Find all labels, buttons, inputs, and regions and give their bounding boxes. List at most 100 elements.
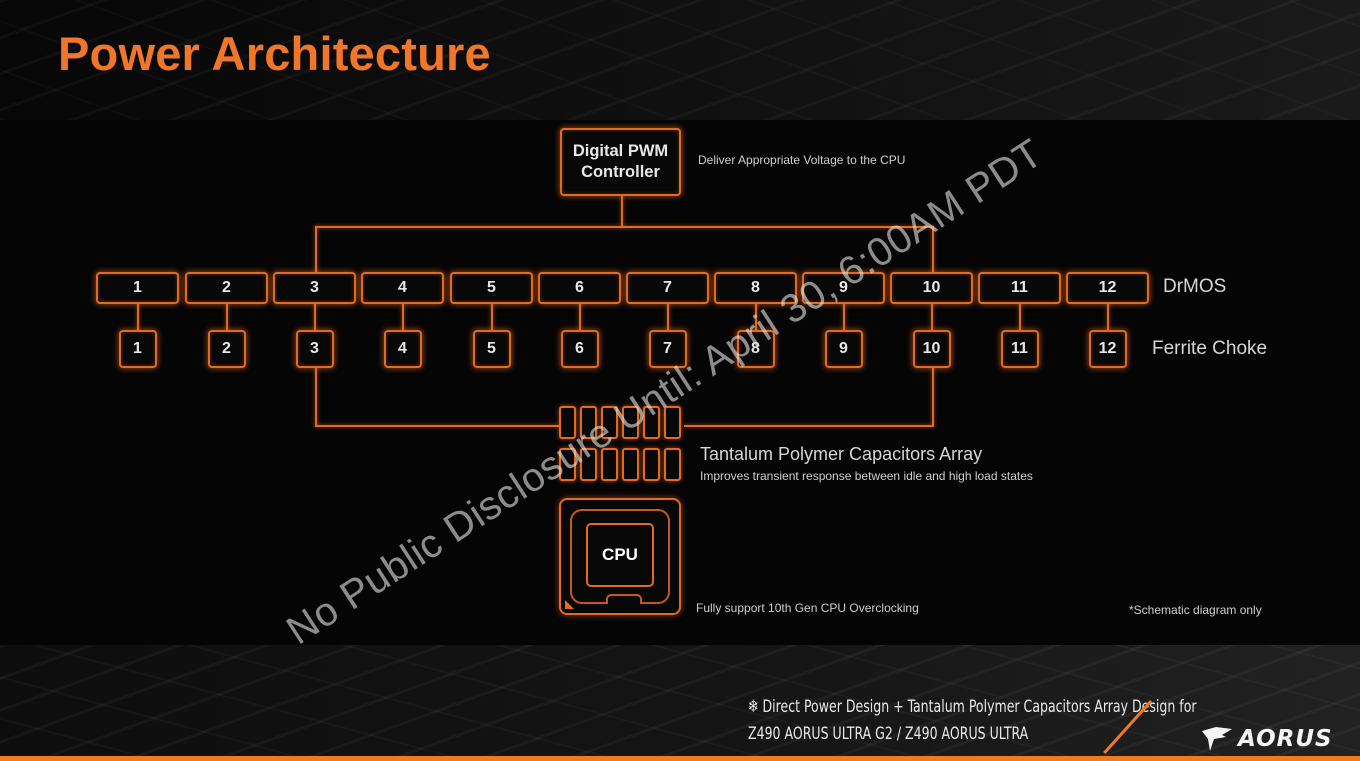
schematic-note: *Schematic diagram only	[1129, 603, 1262, 617]
capacitors-title: Tantalum Polymer Capacitors Array	[700, 444, 983, 464]
drmos-box-6: 6	[538, 272, 621, 304]
capacitor-cell	[601, 406, 618, 439]
drmos-box-5: 5	[450, 272, 533, 304]
drmos-choke-link-10	[930, 304, 933, 330]
drmos-choke-link-11	[1018, 304, 1021, 330]
drmos-number: 5	[487, 279, 496, 296]
drmos-choke-link-8	[754, 304, 757, 330]
drmos-number: 7	[663, 279, 672, 296]
choke-number: 6	[575, 340, 584, 357]
capacitor-cell	[643, 406, 660, 439]
drmos-label: DrMOS	[1163, 276, 1227, 297]
ferrite-choke-box-10: 10	[912, 330, 951, 368]
choke-number: 4	[398, 340, 407, 357]
tantalum-capacitor-array	[559, 406, 684, 486]
footer-background	[0, 645, 1360, 761]
capacitor-cell	[622, 406, 639, 439]
pwm-label-line1: Digital PWM	[572, 142, 669, 160]
cpu-socket: CPU	[559, 498, 681, 615]
cpu-label: CPU	[602, 545, 638, 564]
bottom-right-vertical-wire	[932, 368, 934, 426]
drmos-box-12: 12	[1066, 272, 1149, 304]
drmos-box-11: 11	[978, 272, 1061, 304]
aorus-eagle-icon	[1202, 727, 1232, 751]
pwm-down-wire	[621, 196, 623, 227]
ferrite-choke-box-8: 8	[736, 330, 775, 368]
capacitor-cell	[622, 448, 639, 481]
capacitor-cell	[664, 406, 681, 439]
drmos-box-9: 9	[802, 272, 885, 304]
top-bus-wire	[315, 226, 934, 228]
ferrite-choke-box-5: 5	[472, 330, 511, 368]
bottom-left-wire	[315, 425, 559, 427]
drmos-choke-link-3	[313, 304, 316, 330]
ferrite-choke-box-6: 6	[560, 330, 599, 368]
cpu-socket-notch	[606, 594, 642, 604]
ferrite-choke-box-7: 7	[648, 330, 687, 368]
drmos-box-8: 8	[714, 272, 797, 304]
capacitor-cell	[559, 406, 576, 439]
drmos-number: 12	[1098, 279, 1117, 296]
drmos-choke-link-6	[578, 304, 581, 330]
drmos-box-10: 10	[890, 272, 973, 304]
drmos-choke-link-2	[225, 304, 228, 330]
drmos-number: 2	[222, 279, 231, 296]
drmos-choke-link-9	[842, 304, 845, 330]
ferrite-choke-box-12: 12	[1088, 330, 1127, 368]
footer-accent-bar	[0, 756, 1360, 761]
choke-number: 12	[1098, 340, 1117, 357]
drmos-choke-link-1	[136, 304, 139, 330]
choke-number: 9	[839, 340, 848, 357]
bottom-right-wire	[684, 425, 934, 427]
cpu-note: Fully support 10th Gen CPU Overclocking	[696, 601, 919, 615]
bottom-left-vertical-wire	[315, 368, 317, 426]
bus-right-drop-wire	[932, 226, 934, 273]
drmos-number: 1	[133, 279, 142, 296]
capacitor-cell	[601, 448, 618, 481]
slide-title: Power Architecture	[58, 27, 491, 80]
drmos-choke-link-4	[401, 304, 404, 330]
drmos-box-4: 4	[361, 272, 444, 304]
footer-line2: Z490 AORUS ULTRA G2 / Z490 AORUS ULTRA	[748, 724, 1029, 744]
choke-number: 10	[922, 340, 941, 357]
drmos-number: 11	[1011, 279, 1028, 296]
capacitors-subtitle: Improves transient response between idle…	[700, 469, 1033, 483]
drmos-number: 6	[575, 279, 584, 296]
choke-number: 2	[222, 340, 231, 357]
choke-number: 8	[751, 340, 760, 357]
drmos-choke-link-12	[1106, 304, 1109, 330]
drmos-number: 10	[922, 279, 941, 296]
choke-number: 1	[133, 340, 142, 357]
header-background	[0, 0, 1360, 120]
drmos-box-1: 1	[96, 272, 179, 304]
drmos-number: 8	[751, 279, 760, 296]
ferrite-choke-box-11: 11	[1000, 330, 1039, 368]
choke-number: 5	[487, 340, 496, 357]
capacitor-cell	[559, 448, 576, 481]
bus-left-drop-wire	[315, 226, 317, 273]
drmos-number: 3	[310, 279, 319, 296]
drmos-number: 4	[398, 279, 407, 296]
cpu-pin1-marker	[565, 600, 574, 609]
footer-line1: ❄ Direct Power Design + Tantalum Polymer…	[748, 697, 1197, 717]
pwm-label-line2: Controller	[581, 163, 660, 181]
ferrite-choke-box-9: 9	[824, 330, 863, 368]
cpu-chip: CPU	[586, 523, 654, 587]
ferrite-choke-label: Ferrite Choke	[1152, 338, 1268, 359]
capacitor-cell	[580, 406, 597, 439]
drmos-choke-link-7	[666, 304, 669, 330]
capacitor-cell	[580, 448, 597, 481]
capacitor-cell	[664, 448, 681, 481]
drmos-box-3: 3	[273, 272, 356, 304]
pwm-note: Deliver Appropriate Voltage to the CPU	[698, 153, 906, 167]
drmos-box-2: 2	[185, 272, 268, 304]
digital-pwm-controller: Digital PWM Controller	[560, 128, 681, 196]
ferrite-choke-box-2: 2	[207, 330, 246, 368]
ferrite-choke-box-3: 3	[295, 330, 334, 368]
aorus-logo-text: AORUS	[1238, 726, 1333, 752]
drmos-number: 9	[839, 279, 848, 296]
cpu-socket-frame: CPU	[570, 509, 670, 604]
ferrite-choke-box-1: 1	[118, 330, 157, 368]
choke-number: 11	[1011, 340, 1028, 357]
capacitor-cell	[643, 448, 660, 481]
